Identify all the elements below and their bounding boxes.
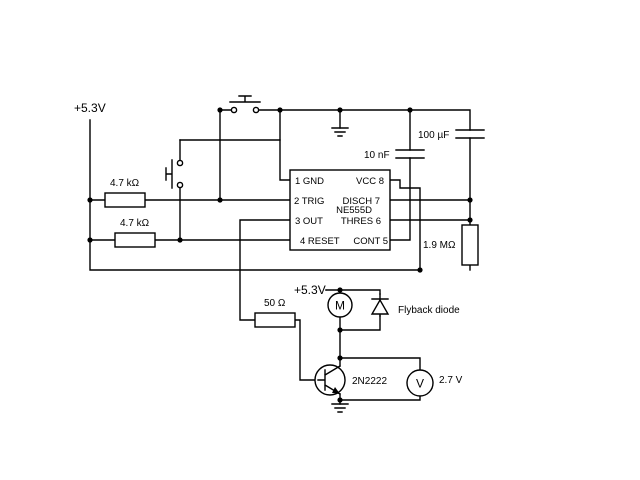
capacitor-10nf-label: 10 nF: [364, 150, 390, 161]
resistor-r3-label: 1.9 MΩ: [423, 240, 456, 251]
ground-symbol-bottom: [331, 403, 349, 413]
pin-disch-label: DISCH 7: [343, 196, 380, 207]
pin-gnd-label: 1 GND: [295, 176, 324, 187]
resistor-r4-label: 50 Ω: [264, 298, 286, 309]
resistor-r1: [104, 192, 146, 208]
resistor-r1-label: 4.7 kΩ: [110, 178, 140, 189]
capacitor-100uf: [455, 129, 485, 139]
motor: [327, 292, 353, 318]
junction-dot: [337, 327, 343, 333]
junction-dot: [217, 107, 223, 113]
junction-dot: [277, 107, 283, 113]
pin-out-label: 3 OUT: [295, 216, 323, 227]
junction-dot: [417, 267, 423, 273]
transistor-2n2222: [314, 364, 346, 396]
junction-dot: [87, 237, 93, 243]
junction-dot: [337, 287, 343, 293]
junction-dot: [407, 107, 413, 113]
motor-supply-label: +5.3V: [294, 283, 326, 297]
wire-10nf-bottom: [389, 157, 411, 241]
wire-diode-bottom: [339, 315, 381, 331]
resistor-r2-label: 4.7 kΩ: [120, 218, 150, 229]
pin-reset-label: 4 RESET: [300, 236, 340, 247]
resistor-r2: [114, 232, 156, 248]
junction-dot: [467, 217, 473, 223]
voltmeter: [406, 369, 434, 397]
capacitor-10nf: [395, 149, 425, 159]
push-button-switch: [229, 95, 261, 114]
wire-base: [294, 319, 319, 381]
motor-symbol: M: [335, 299, 345, 313]
wire-supply-rail: [89, 119, 421, 271]
junction-dot: [177, 237, 183, 243]
pin-cont-label: CONT 5: [353, 236, 388, 247]
wire-voltmeter-top: [339, 357, 421, 371]
flyback-diode: [370, 293, 390, 317]
capacitor-100uf-label: 100 µF: [418, 130, 449, 141]
junction-dot: [87, 197, 93, 203]
ground-symbol: [331, 127, 349, 137]
resistor-r3: [461, 224, 479, 266]
transistor-label: 2N2222: [352, 376, 387, 387]
wire-gnd-pin: [279, 109, 291, 181]
ne555-chip: [289, 169, 391, 251]
pin-trig-label: 2 TRIG: [294, 196, 324, 207]
push-button-switch-2: [165, 159, 184, 189]
flyback-diode-label: Flyback diode: [398, 305, 460, 316]
resistor-r4: [254, 312, 296, 328]
junction-dot: [337, 397, 343, 403]
wires: [89, 109, 471, 405]
junction-dot: [337, 355, 343, 361]
junctions: [87, 107, 473, 403]
wire-top-rail: [219, 109, 471, 131]
junction-dot: [217, 197, 223, 203]
junction-dot: [467, 197, 473, 203]
pin-thres-label: THRES 6: [341, 216, 381, 227]
junction-dot: [337, 107, 343, 113]
pin-vcc-label: VCC 8: [356, 176, 384, 187]
wire-voltmeter-bottom: [339, 395, 421, 401]
wire-motor-supply: [325, 289, 381, 295]
voltmeter-symbol: V: [416, 377, 424, 391]
voltmeter-reading: 2.7 V: [439, 375, 463, 386]
chip-name-label: NE555D: [336, 205, 372, 216]
wire-vcc: [389, 179, 421, 271]
supply-label: +5.3V: [74, 101, 106, 115]
wire-out: [239, 219, 291, 321]
